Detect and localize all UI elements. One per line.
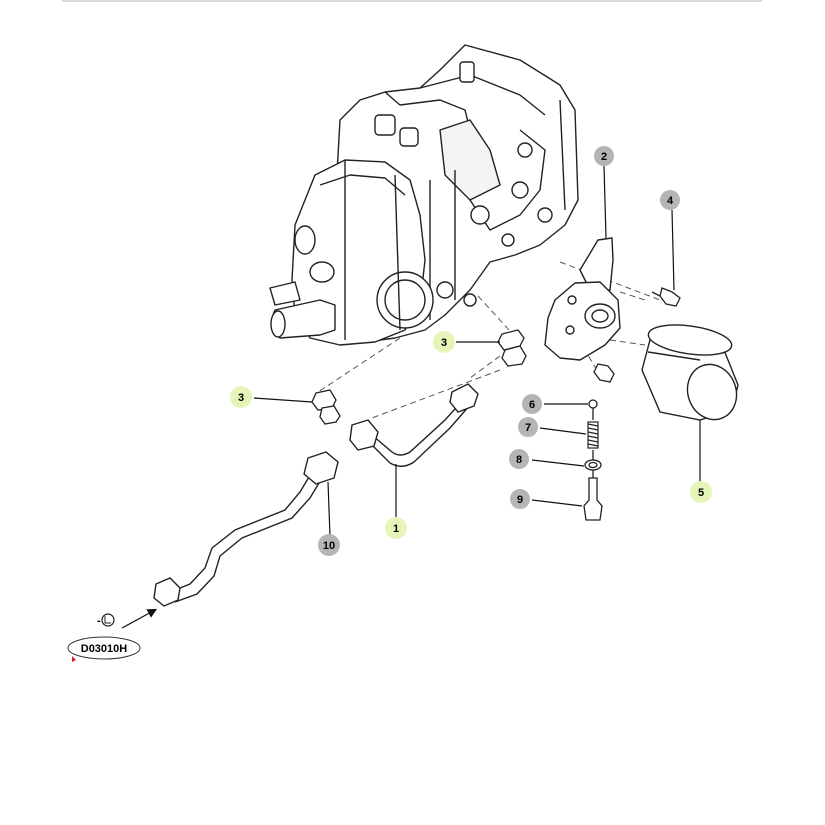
callout-1[interactable]: 1 xyxy=(385,517,407,539)
callout-4[interactable]: 4 xyxy=(660,190,680,210)
callout-2[interactable]: 2 xyxy=(594,146,614,166)
oil-pipe-1 xyxy=(349,383,479,467)
callout-4-label: 4 xyxy=(667,195,674,207)
callout-9-label: 9 xyxy=(517,494,523,506)
callout-3-lower-bubble xyxy=(230,386,252,408)
callout-6-bubble xyxy=(522,394,542,414)
callout-7-bubble xyxy=(518,417,538,437)
callout-8-bubble xyxy=(509,449,529,469)
callout-5-label: 5 xyxy=(698,487,704,499)
flow-minus-sign: - xyxy=(97,615,101,627)
callout-3-upper-bubble xyxy=(433,331,455,353)
pump-assembly xyxy=(269,44,579,346)
flow-angle-icon xyxy=(104,616,111,624)
callout-3-upper-label: 3 xyxy=(441,337,447,349)
reference-code-oval xyxy=(67,636,141,660)
callout-9-bubble xyxy=(510,489,530,509)
callout-6-label: 6 xyxy=(529,399,535,411)
valve-parts-stack xyxy=(583,399,603,521)
leader-arrow-icon xyxy=(72,656,76,662)
callout-2-label: 2 xyxy=(601,151,607,163)
top-divider xyxy=(62,0,762,2)
fitting-upper xyxy=(497,329,527,367)
callout-10[interactable]: 10 xyxy=(318,534,340,556)
callout-4-bubble xyxy=(660,190,680,210)
filter-head-bracket xyxy=(544,237,621,361)
oil-filter-cartridge xyxy=(641,324,739,421)
callout-7[interactable]: 7 xyxy=(518,417,538,437)
callout-6[interactable]: 6 xyxy=(522,394,542,414)
flow-circle-icon xyxy=(101,613,115,627)
callout-3-lower-label: 3 xyxy=(238,392,244,404)
banjo-fittings xyxy=(311,329,527,425)
callout-8-label: 8 xyxy=(516,454,522,466)
callout-8[interactable]: 8 xyxy=(509,449,529,469)
callout-5[interactable]: 5 xyxy=(690,481,712,503)
callout-10-bubble xyxy=(318,534,340,556)
bracket-bolt xyxy=(593,363,615,383)
callout-leader-lines xyxy=(121,165,701,629)
callout-10-label: 10 xyxy=(323,540,335,552)
callout-3-upper[interactable]: 3 xyxy=(433,331,455,353)
callout-9[interactable]: 9 xyxy=(510,489,530,509)
oil-pipe-10 xyxy=(153,451,339,607)
callout-2-bubble xyxy=(594,146,614,166)
fitting-lower xyxy=(311,389,341,425)
mounting-bolt xyxy=(651,287,681,307)
valve-spring xyxy=(587,421,599,449)
callout-7-label: 7 xyxy=(525,422,531,434)
callout-5-bubble xyxy=(690,481,712,503)
callout-3-lower[interactable]: 3 xyxy=(230,386,252,408)
reference-code: D03010H xyxy=(81,643,128,655)
callout-badges: 2 4 3 3 6 7 8 5 xyxy=(230,146,712,556)
flow-symbol: - xyxy=(97,613,115,627)
callout-1-bubble xyxy=(385,517,407,539)
callout-1-label: 1 xyxy=(393,523,399,535)
reference-code-tag[interactable]: D03010H xyxy=(67,636,141,662)
